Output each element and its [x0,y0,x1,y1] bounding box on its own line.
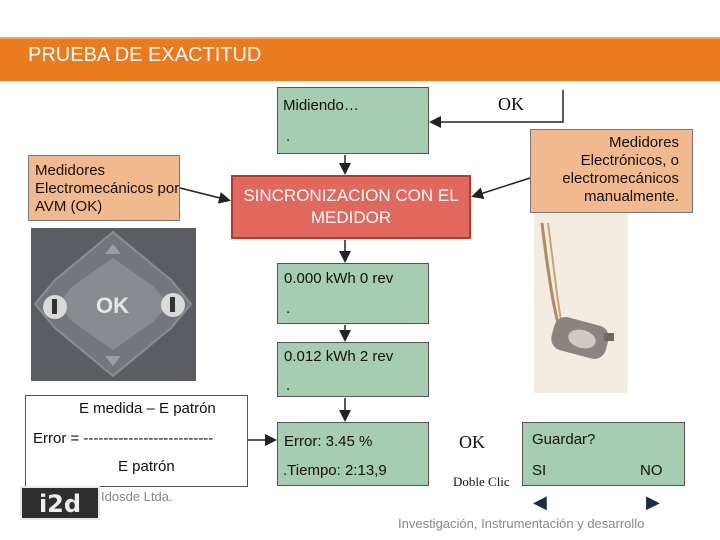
reading1-panel [277,263,429,324]
sync-panel [231,175,471,239]
error-value: Error: 3.45 % [284,433,373,450]
reading2-label: 0.012 kWh 2 rev [284,348,394,365]
arrow-right-icon[interactable]: ▶ [646,492,660,512]
arrow-left-icon[interactable]: ◀ [533,492,547,512]
electromechanical-label: Medidores Electromecánicos por AVM (OK) [35,162,180,215]
measuring-dot: . [286,128,291,145]
formula-numerator: E medida – E patrón [79,400,216,417]
formula-denominator: E patrón [118,458,175,475]
ok-button[interactable]: OK [459,432,485,452]
electronic-label: Medidores Electrónicos, o electromecánic… [562,134,679,205]
formula-panel [25,395,248,487]
optical-probe-image [534,213,628,393]
measuring-panel [277,87,429,154]
reading1-label: 0.000 kWh 0 rev [284,270,394,287]
keypad-ok-label: OK [96,293,129,318]
logo-text: i2d [39,490,81,518]
reading1-dot: . [286,300,291,317]
keypad-image [31,228,196,381]
electromechanical-panel [28,155,180,221]
electronic-panel [530,129,693,213]
company-name: Idosde Ltda. [101,489,173,504]
result-panel [277,422,429,486]
double-click-label: Doble Clic [453,474,510,489]
page-title: PRUEBA DE EXACTITUD [28,44,262,66]
formula-error-line: Error = -------------------------- [33,430,214,447]
save-yes-option[interactable]: SI [532,462,547,479]
ok-top-label: OK [498,94,524,114]
measuring-label: Midiendo… [283,97,359,114]
footer-text: Investigación, Instrumentación y desarro… [398,516,645,531]
time-value: .Tiempo: 2:13,9 [283,462,387,479]
title-bar [0,37,720,81]
save-question: Guardar? [532,431,596,448]
sync-label: SINCRONIZACION CON EL MEDIDOR [243,186,459,227]
save-no-option[interactable]: NO [640,462,663,479]
reading2-panel [277,342,429,397]
save-panel [522,422,685,486]
company-logo: i2d [20,486,100,520]
reading2-dot: . [286,377,291,394]
